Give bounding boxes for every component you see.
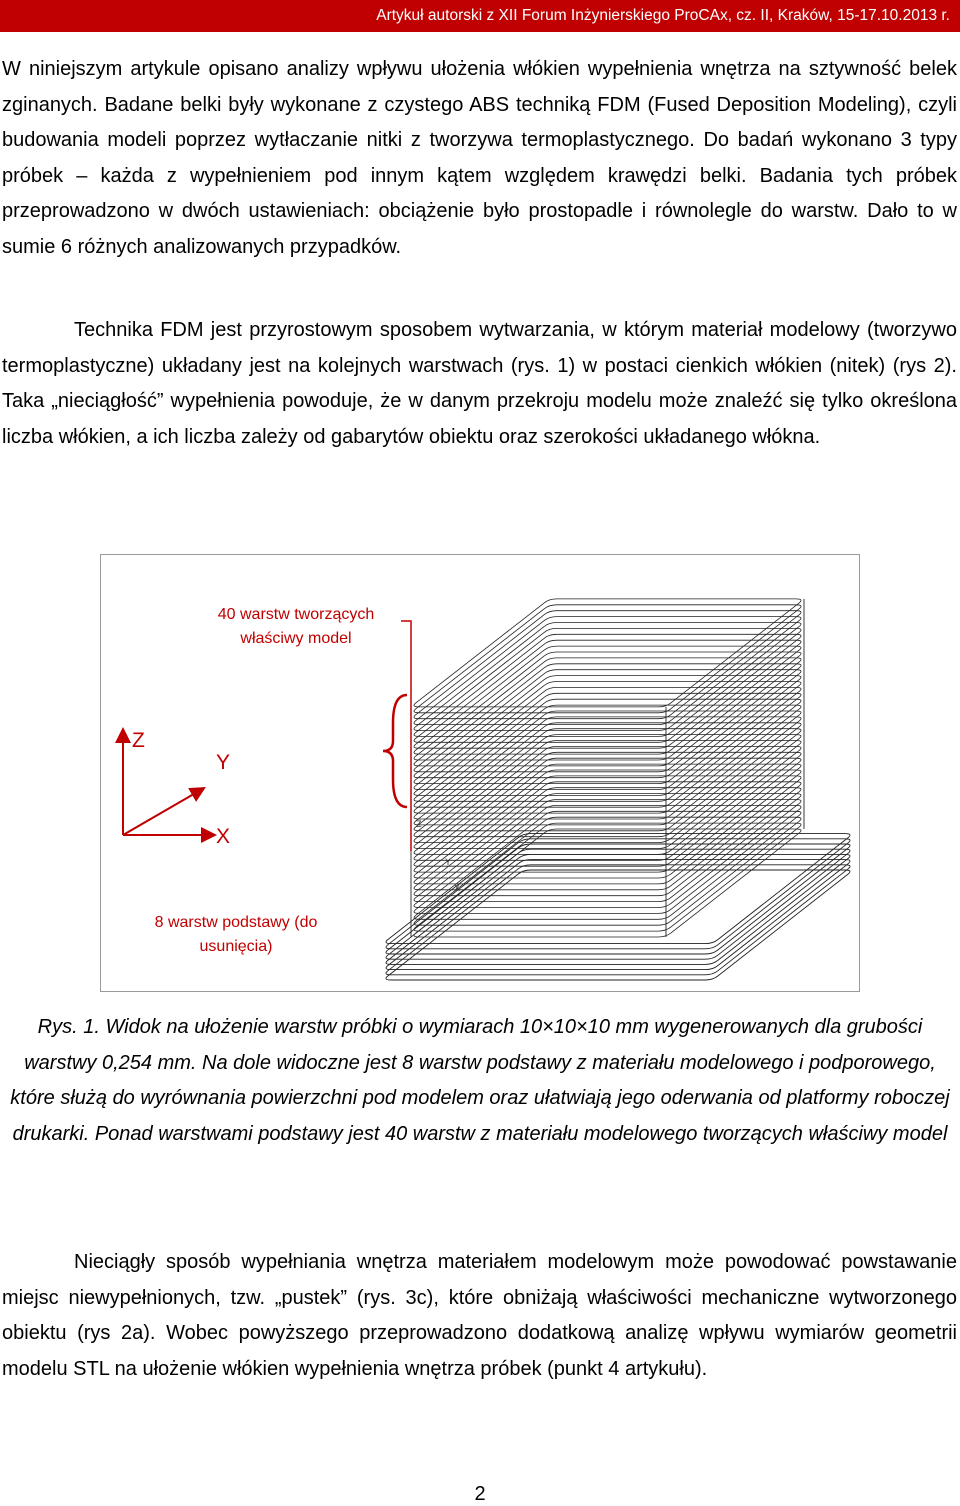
figure-caption: Rys. 1. Widok na ułożenie warstw próbki … (10, 1016, 950, 1145)
model-layer (413, 704, 802, 814)
model-layer (413, 663, 802, 773)
model-layer (413, 775, 802, 885)
model-layer (413, 657, 802, 767)
model-layer (413, 698, 802, 808)
model-layer (413, 763, 802, 873)
layer-brace (382, 693, 408, 809)
model-layer (413, 799, 802, 908)
model-layer (413, 822, 802, 932)
base-layer (385, 833, 851, 945)
model-layer (413, 787, 802, 897)
model-layer (413, 633, 802, 743)
model-layers-label: 40 warstw tworzących właściwy model (217, 606, 375, 647)
label-connector-line (401, 620, 412, 851)
model-layer (413, 716, 802, 826)
base-layer (385, 853, 851, 965)
base-layer (385, 838, 851, 950)
model-layer (413, 769, 802, 879)
model-layer (413, 816, 802, 926)
model-layer (413, 616, 802, 725)
model-layer (413, 651, 802, 761)
figure-layers: 40 warstw tworzących właściwy model 8 wa… (100, 554, 860, 992)
base-layer (385, 864, 851, 976)
model-layer (413, 828, 802, 938)
model-layer (413, 669, 802, 779)
conference-header: Artykuł autorski z XII Forum Inżynierski… (0, 0, 960, 32)
model-layer (413, 751, 802, 861)
page-number: 2 (474, 1483, 486, 1505)
model-layer (413, 687, 802, 796)
axis-x-label: X (216, 825, 231, 848)
axis-y-label: Y (216, 751, 231, 774)
model-layer (413, 675, 802, 784)
model-layer (413, 692, 802, 802)
model-layer (413, 722, 802, 832)
model-layer (413, 757, 802, 867)
layer-diagram (115, 598, 851, 981)
model-layer (413, 746, 802, 855)
axis-z-label: Z (132, 729, 145, 752)
model-layer (413, 639, 802, 749)
model-layers-group (410, 598, 805, 938)
base-layer (385, 859, 851, 971)
model-layer (413, 810, 802, 920)
base-layer (385, 848, 851, 960)
model-layer (413, 805, 802, 914)
model-layer (413, 734, 802, 843)
paragraph-fdm: Technika FDM jest przyrostowym sposobem … (2, 319, 957, 448)
model-layer (413, 622, 802, 731)
base-layers-group (385, 833, 851, 981)
base-layer (385, 869, 851, 981)
axis-y-arrow (122, 786, 206, 836)
base-layers-label: 8 warstw podstawy (do usunięcia) (154, 914, 318, 955)
mini-axis-y-label: Y (445, 857, 452, 867)
model-layer (413, 610, 802, 720)
model-layer (413, 793, 802, 902)
model-layer (413, 728, 802, 838)
model-layer (413, 781, 802, 891)
model-layer (413, 681, 802, 790)
model-layer (413, 645, 802, 755)
base-layer (385, 843, 851, 955)
mini-axis-x-label: X (454, 883, 461, 893)
mini-axis-z-label: Z (416, 819, 422, 829)
paragraph-intro: W niniejszym artykule opisano analizy wp… (2, 58, 957, 258)
model-layer (413, 628, 802, 737)
model-layer (413, 604, 802, 714)
paragraph-voids: Nieciągły sposób wypełniania wnętrza mat… (2, 1251, 957, 1380)
model-layer (413, 598, 802, 708)
model-layer (413, 740, 802, 849)
model-layer (413, 710, 802, 820)
